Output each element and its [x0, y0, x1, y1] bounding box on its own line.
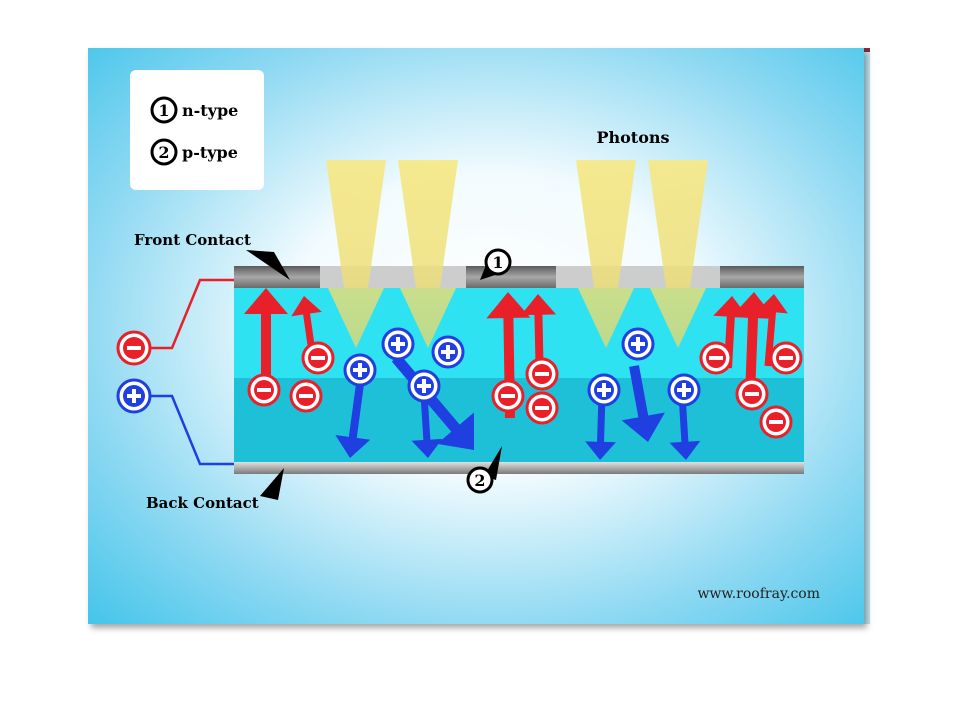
- positive-wire: [150, 394, 234, 466]
- hole-charge: [407, 369, 441, 403]
- electron-arrow: [486, 292, 531, 419]
- legend-item-p-type: 2 p-type: [150, 138, 238, 166]
- electron-charge: [735, 377, 769, 411]
- electron-charge: [769, 341, 803, 375]
- hole-charge: [343, 353, 377, 387]
- negative-wire: [150, 278, 234, 350]
- marker-n-type: 1: [480, 248, 512, 280]
- hole-charge: [431, 335, 465, 369]
- photon-arrow: [326, 160, 386, 348]
- hole-charge: [587, 373, 621, 407]
- electron-charge: [525, 391, 559, 425]
- negative-terminal: [116, 330, 152, 366]
- back-contact: [234, 462, 804, 474]
- electron-arrow: [520, 294, 557, 389]
- website-watermark: www.roofray.com: [697, 586, 820, 602]
- front-contact-label: Front Contact: [134, 231, 251, 249]
- hole-arrow: [335, 383, 371, 458]
- legend-item-n-type: 1 n-type: [150, 96, 238, 124]
- legend-label-n-type: n-type: [182, 101, 238, 120]
- marker-p-type: 2: [466, 446, 502, 494]
- back-contact-pointer: [260, 468, 284, 500]
- marker-n-number: 1: [492, 253, 503, 272]
- hole-charge: [667, 373, 701, 407]
- positive-terminal: [116, 378, 152, 414]
- front-contact: [234, 266, 804, 288]
- hole-arrow: [669, 393, 701, 460]
- photon-arrow: [576, 160, 636, 348]
- hole-charge: [381, 327, 415, 361]
- back-contact-label: Back Contact: [146, 494, 259, 512]
- electron-charge: [525, 357, 559, 391]
- electron-charge: [301, 341, 335, 375]
- hole-arrow: [585, 393, 616, 460]
- frame-edge-strip: [864, 48, 870, 624]
- marker-p-number: 2: [474, 471, 485, 490]
- hole-charge: [621, 327, 655, 361]
- legend-number: 1: [158, 101, 169, 120]
- legend: 1 n-type 2 p-type: [130, 70, 264, 190]
- front-contact-pointer: [246, 250, 290, 280]
- electron-arrow: [244, 288, 288, 378]
- electron-charge: [289, 379, 323, 413]
- electron-arrow: [731, 292, 775, 397]
- legend-number: 2: [158, 143, 169, 162]
- terminals: [116, 330, 152, 414]
- photon-arrow: [648, 160, 708, 348]
- photon-arrow: [398, 160, 458, 348]
- legend-label-p-type: p-type: [182, 143, 238, 162]
- solar-cell-diagram: 1 n-type 2 p-type Photons Front Contact …: [88, 48, 864, 624]
- electron-charge: [491, 379, 525, 413]
- electron-charge: [247, 373, 281, 407]
- charges: [247, 327, 803, 439]
- hole-arrow: [411, 393, 443, 458]
- electron-arrow: [757, 294, 788, 367]
- hole-arrow: [621, 365, 665, 442]
- electron-charge: [759, 405, 793, 439]
- photon-arrows: [326, 160, 708, 348]
- electron-charge: [699, 341, 733, 375]
- photons-label: Photons: [596, 128, 669, 147]
